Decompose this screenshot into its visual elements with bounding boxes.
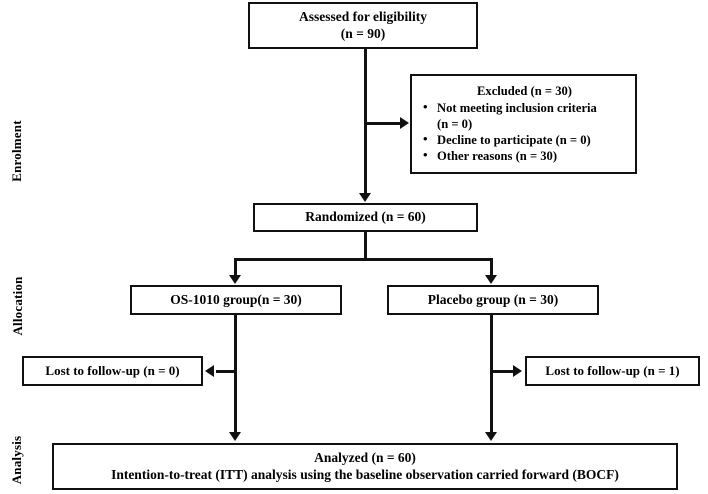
- excluded-reason-text: Decline to participate (n = 0): [437, 133, 591, 148]
- lost-left-label: Lost to follow-up (n = 0): [45, 363, 180, 379]
- lost-right-label: Lost to follow-up (n = 1): [545, 363, 680, 379]
- connector-to-lost-left: [216, 370, 236, 373]
- arrowhead-to-placebo-group: [485, 275, 497, 284]
- connector-to-placebo-group: [490, 258, 493, 277]
- box-excluded: Excluded (n = 30) • Not meeting inclusio…: [410, 74, 637, 174]
- connector-randomized-stem: [364, 232, 367, 259]
- assessed-count: (n = 90): [340, 25, 386, 41]
- analyzed-count: Analyzed (n = 60): [314, 450, 416, 466]
- analyzed-method: Intention-to-treat (ITT) analysis using …: [111, 466, 619, 482]
- excluded-reason-text: Other reasons (n = 30): [437, 149, 558, 164]
- box-lost-to-followup-os1010: Lost to follow-up (n = 0): [22, 356, 203, 386]
- phase-label-enrolment: Enrolment: [9, 120, 24, 182]
- connector-placebo-to-analyzed: [490, 315, 493, 433]
- os1010-group-label: OS-1010 group(n = 30): [170, 291, 302, 307]
- arrowhead-os1010-to-analyzed: [229, 432, 241, 441]
- bullet-icon: •: [423, 147, 428, 163]
- connector-to-excluded: [364, 122, 402, 125]
- phase-label-analysis: Analysis: [9, 435, 24, 485]
- arrowhead-placebo-to-analyzed: [485, 432, 497, 441]
- connector-os1010-to-analyzed: [234, 315, 237, 433]
- connector-to-lost-right: [492, 370, 514, 373]
- box-placebo-group: Placebo group (n = 30): [387, 285, 599, 315]
- bullet-icon: •: [423, 98, 428, 114]
- excluded-reason-item: • Not meeting inclusion criteria: [420, 98, 629, 116]
- connector-to-os1010-group: [234, 258, 237, 277]
- assessed-title: Assessed for eligibility: [299, 9, 427, 25]
- excluded-reason-item: • Decline to participate (n = 0): [420, 131, 629, 148]
- placebo-group-label: Placebo group (n = 30): [427, 291, 559, 307]
- connector-allocation-split-bar: [234, 258, 493, 261]
- bullet-icon: •: [423, 131, 428, 147]
- box-assessed-for-eligibility: Assessed for eligibility (n = 90): [248, 2, 478, 49]
- arrowhead-to-randomized: [359, 193, 371, 202]
- excluded-reason-item: • Other reasons (n = 30): [420, 147, 629, 164]
- excluded-reason-text: (n = 0): [437, 117, 473, 132]
- arrowhead-to-lost-left: [205, 365, 214, 377]
- excluded-reason-text: Not meeting inclusion criteria: [437, 100, 597, 115]
- connector-assessed-to-randomized: [364, 49, 367, 194]
- randomized-label: Randomized (n = 60): [305, 209, 426, 225]
- box-os1010-group: OS-1010 group(n = 30): [130, 285, 342, 315]
- box-lost-to-followup-placebo: Lost to follow-up (n = 1): [525, 356, 700, 386]
- excluded-title: Excluded (n = 30): [477, 83, 572, 98]
- phase-label-allocation: Allocation: [10, 276, 25, 336]
- excluded-reason-list: • Not meeting inclusion criteria (n = 0)…: [420, 98, 629, 164]
- box-randomized: Randomized (n = 60): [253, 203, 478, 232]
- arrowhead-to-os1010-group: [229, 275, 241, 284]
- arrowhead-to-lost-right: [513, 365, 522, 377]
- arrowhead-to-excluded: [400, 117, 409, 129]
- box-analyzed: Analyzed (n = 60) Intention-to-treat (IT…: [52, 443, 678, 490]
- excluded-reason-item-continuation: (n = 0): [420, 116, 629, 132]
